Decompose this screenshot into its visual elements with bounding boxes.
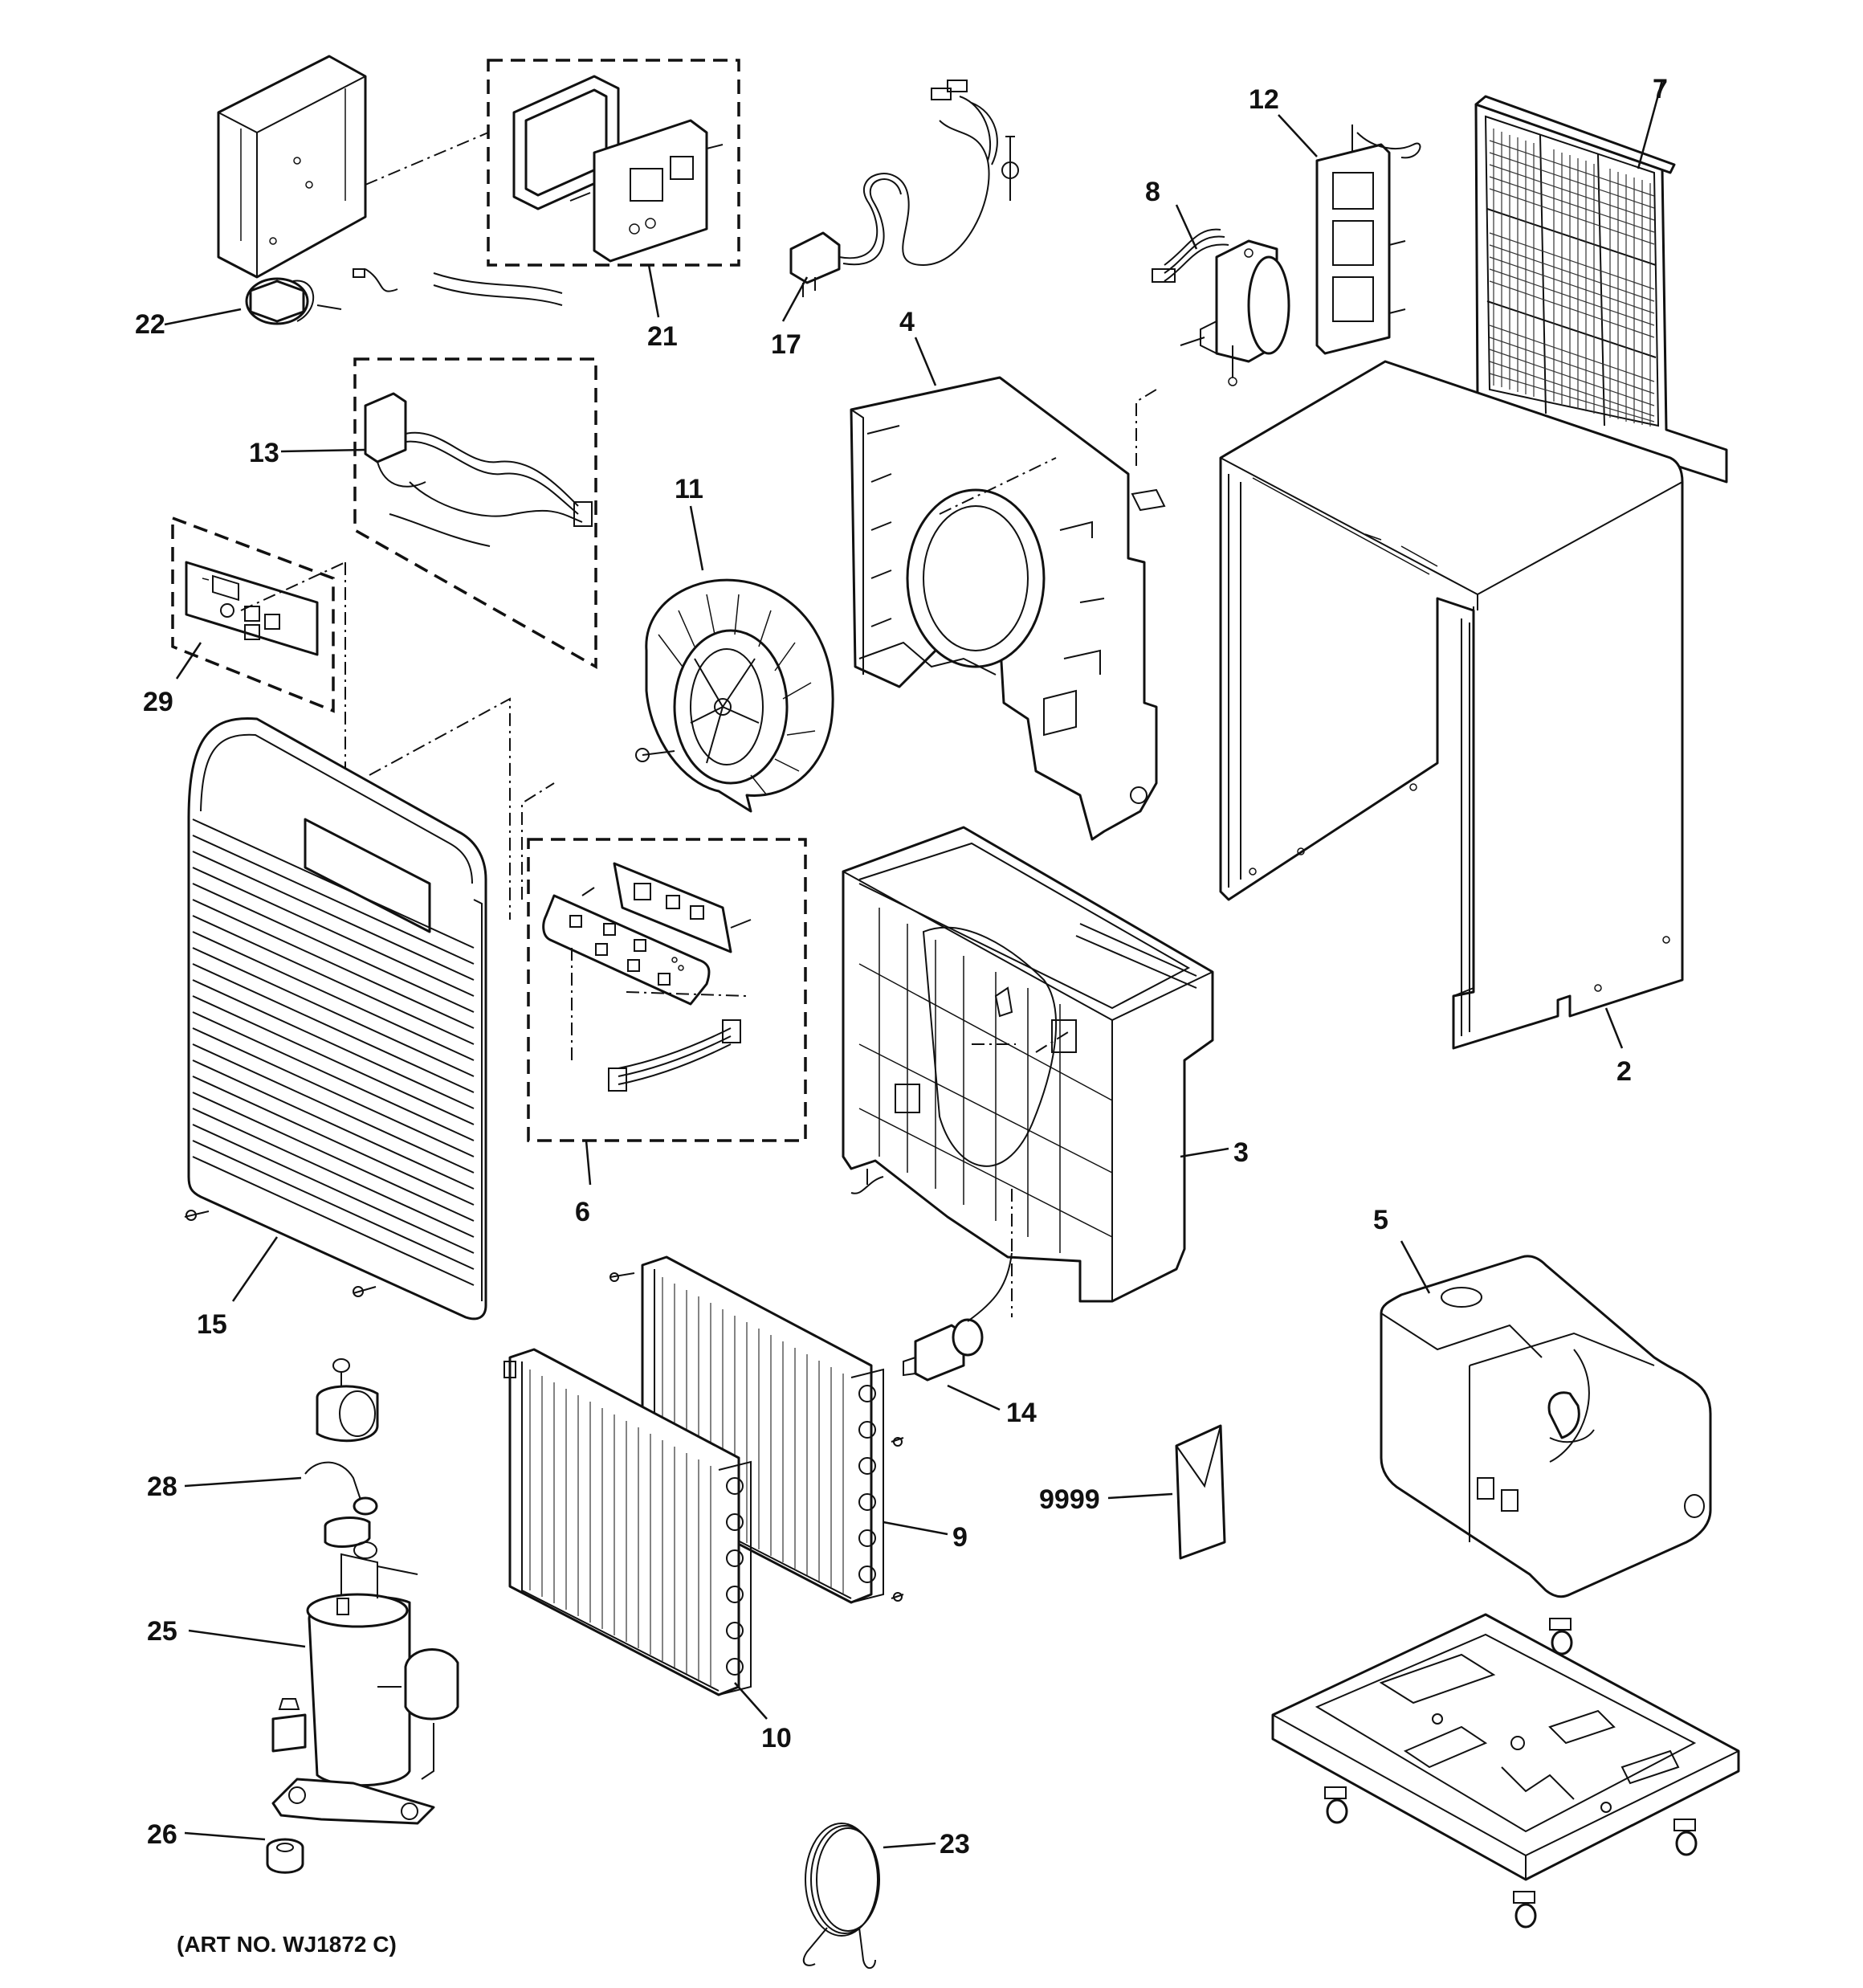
callout-9999: 9999 (1039, 1484, 1100, 1515)
art-number-label: (ART NO. WJ1872 C) (177, 1932, 397, 1957)
leader-3 (1180, 1147, 1229, 1158)
callout-21: 21 (647, 321, 678, 352)
callout-11: 11 (675, 474, 703, 504)
part-14-float-switch (903, 1252, 1013, 1382)
part-21-control-board (512, 75, 724, 263)
part-29-touch-panel (185, 561, 319, 656)
part-8-fan-motor (1152, 228, 1290, 386)
leader-4 (914, 337, 937, 386)
callout-6: 6 (575, 1197, 590, 1227)
caster (1673, 1819, 1698, 1856)
part-17-power-cord (789, 80, 1019, 297)
callout-15: 15 (197, 1309, 227, 1340)
callout-29: 29 (143, 687, 173, 717)
leader-9999 (1107, 1492, 1173, 1500)
part-11-blower-wheel (635, 578, 834, 813)
part-15-screws (184, 1210, 377, 1297)
part-28-overload-protector (304, 1358, 379, 1559)
assembly-line-4 (939, 389, 1157, 515)
callout-17: 17 (771, 329, 801, 360)
assembly-line-21 (365, 132, 489, 186)
leader-28 (184, 1476, 302, 1488)
leader-5 (1400, 1240, 1431, 1294)
callout-13: 13 (249, 438, 279, 468)
callout-4: 4 (899, 307, 915, 337)
callout-28: 28 (147, 1472, 177, 1502)
leader-6 (585, 1140, 592, 1186)
part-22-capacitor (245, 277, 342, 325)
callout-14: 14 (1006, 1398, 1037, 1428)
base-pan-with-casters (1271, 1613, 1740, 1929)
callout-5: 5 (1373, 1205, 1388, 1235)
part-15-front-grille (187, 716, 487, 1321)
assembly-line-6 (571, 948, 748, 1060)
part-10-condenser-coil (503, 1348, 752, 1696)
part-25-compressor (271, 1553, 459, 1825)
part-13-group-box (353, 357, 597, 670)
part-12-motor-bracket (1315, 125, 1421, 355)
part-22-wiring (353, 268, 563, 306)
leader-13 (280, 448, 366, 453)
caster (1513, 1891, 1537, 1929)
leader-26 (184, 1831, 266, 1841)
caster (1324, 1786, 1348, 1824)
leader-7 (1637, 80, 1664, 169)
leader-14 (947, 1384, 1001, 1411)
leader-17 (781, 276, 809, 322)
part-5-water-bucket (1380, 1255, 1712, 1598)
callout-12: 12 (1249, 84, 1279, 115)
leader-10 (734, 1682, 768, 1720)
callout-23: 23 (940, 1829, 970, 1859)
callout-22: 22 (135, 309, 165, 340)
part-2-cabinet (1219, 360, 1684, 1050)
part-23-capillary-tube (802, 1823, 880, 1970)
part-6-group-box (527, 838, 807, 1142)
part-7-air-filter (1474, 95, 1728, 484)
part-9999-literature-envelope (1175, 1424, 1226, 1560)
part-29-group-box (171, 516, 335, 713)
leader-22 (164, 308, 242, 326)
leader-21 (647, 264, 660, 318)
leader-23 (883, 1842, 936, 1849)
callout-10: 10 (761, 1723, 792, 1753)
leader-29 (175, 642, 202, 680)
part-22-control-box (217, 55, 367, 279)
part-21-group-box (487, 59, 740, 267)
part-26-grommet (266, 1838, 304, 1874)
part-3-evaporator-housing (842, 826, 1214, 1303)
leader-12 (1278, 114, 1318, 157)
callout-9: 9 (952, 1522, 968, 1553)
callout-26: 26 (147, 1819, 177, 1850)
callout-8: 8 (1145, 177, 1160, 207)
leader-2 (1604, 1007, 1624, 1049)
leader-8 (1175, 204, 1198, 250)
callout-25: 25 (147, 1616, 177, 1647)
leader-15 (231, 1236, 279, 1302)
leader-9 (883, 1521, 948, 1536)
part-6-display-board (542, 862, 752, 1092)
assembly-line-3 (972, 1031, 1069, 1317)
part-4-blower-housing (850, 376, 1166, 841)
leader-25 (188, 1629, 306, 1648)
part-13-harness (364, 392, 593, 547)
caster (1549, 1618, 1573, 1655)
callout-2: 2 (1616, 1056, 1632, 1087)
callout-3: 3 (1233, 1137, 1249, 1168)
leader-11 (689, 505, 704, 571)
callout-7: 7 (1653, 74, 1668, 104)
assembly-line-15 (369, 697, 555, 920)
